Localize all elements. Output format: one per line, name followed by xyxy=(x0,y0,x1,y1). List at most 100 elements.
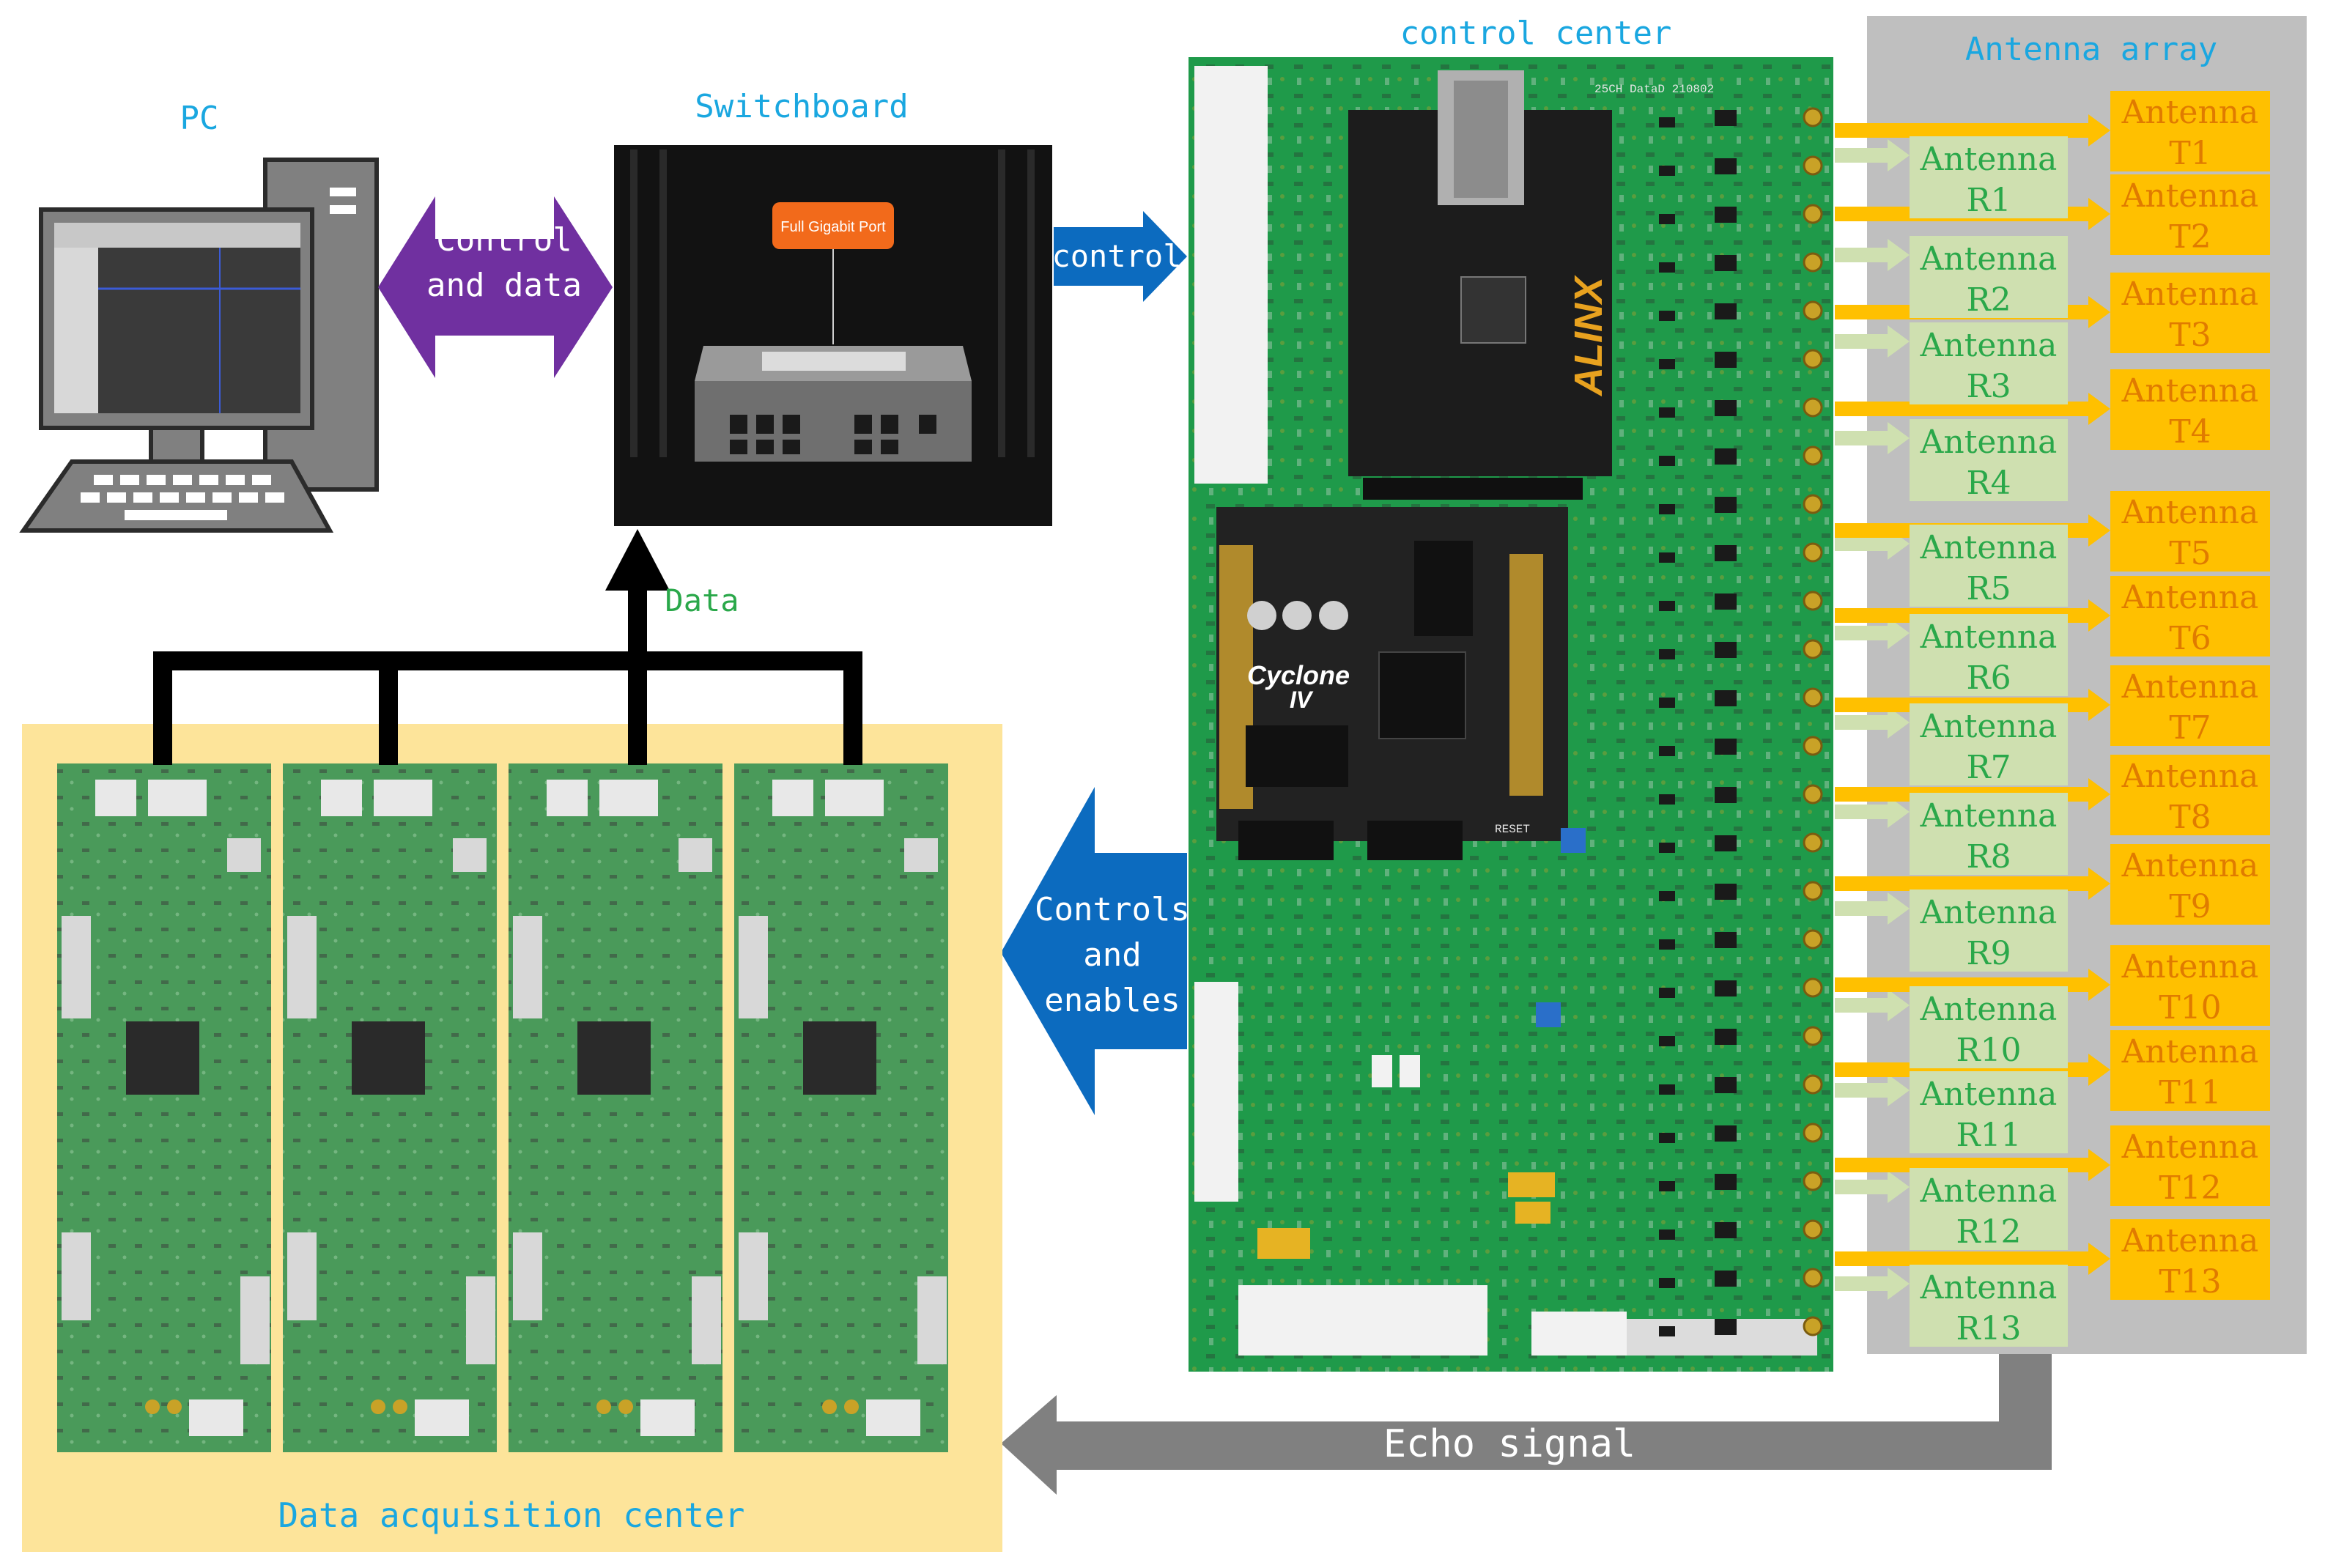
daq-board xyxy=(509,763,722,1452)
antenna-word: Antenna xyxy=(2121,579,2259,616)
sma-connector xyxy=(1803,1316,1823,1336)
antenna-word: Antenna xyxy=(2121,668,2259,706)
antenna-word: Antenna xyxy=(2121,1033,2259,1070)
antenna-id: T3 xyxy=(2169,317,2211,354)
antenna-word: Antenna xyxy=(1920,1076,2058,1113)
antenna-id: R10 xyxy=(1956,1032,2021,1069)
antenna-id: R6 xyxy=(1966,659,2011,697)
driver-chip xyxy=(1715,787,1737,803)
pc-label: PC xyxy=(180,100,219,137)
rx-arrow xyxy=(1835,1171,1910,1203)
driver-chip xyxy=(1659,698,1675,708)
driver-chip xyxy=(1715,1029,1737,1045)
daq-boards xyxy=(57,763,948,1452)
sma-connector xyxy=(1803,977,1823,998)
antenna-word: Antenna xyxy=(1920,1172,2058,1210)
echo-signal-arrow: Echo signal xyxy=(1001,1354,2052,1495)
driver-chip xyxy=(1715,207,1737,223)
antenna-id: R3 xyxy=(1966,368,2011,405)
antenna-id: R4 xyxy=(1966,465,2011,502)
driver-chip xyxy=(1659,1036,1675,1046)
driver-chip xyxy=(1659,794,1675,805)
antenna-word: Antenna xyxy=(2121,1128,2259,1166)
driver-chip xyxy=(1715,1271,1737,1287)
antenna-id: T8 xyxy=(2169,799,2211,836)
control-center-label: control center xyxy=(1400,15,1672,52)
sma-connector-column xyxy=(1803,107,1823,1336)
driver-chip xyxy=(1659,649,1675,659)
board-reset: RESET xyxy=(1495,823,1530,836)
antenna-word: Antenna xyxy=(2121,372,2259,410)
driver-chip xyxy=(1715,835,1737,851)
tx-arrow xyxy=(1835,1243,2110,1275)
pc: PC xyxy=(19,100,379,533)
sma-connector xyxy=(1803,881,1823,901)
driver-chip xyxy=(1715,1319,1737,1335)
sma-connector xyxy=(1803,832,1823,853)
rx-arrow xyxy=(1835,139,1910,171)
tx-arrow xyxy=(1835,868,2110,900)
controls-and-enables-arrow: Controls and enables xyxy=(1001,787,1190,1115)
antenna-array-label: Antenna array xyxy=(1965,31,2217,68)
antenna-word: Antenna xyxy=(2121,758,2259,795)
sma-connector xyxy=(1803,397,1823,418)
rx-arrow xyxy=(1835,706,1910,739)
antenna-id: T12 xyxy=(2159,1169,2221,1207)
driver-chip xyxy=(1715,303,1737,319)
antenna-word: Antenna xyxy=(2121,177,2259,215)
control-and-data-label-line2: and data xyxy=(426,267,582,304)
control-label: control xyxy=(1051,238,1181,274)
sma-connector xyxy=(1803,639,1823,659)
pc-icon xyxy=(19,158,379,533)
sma-connector xyxy=(1803,591,1823,611)
antenna-word: Antenna xyxy=(2121,94,2259,131)
sma-connector xyxy=(1803,736,1823,756)
switchboard-label: Switchboard xyxy=(695,88,908,125)
driver-chip xyxy=(1659,891,1675,901)
driver-chip xyxy=(1659,359,1675,369)
driver-chip xyxy=(1659,504,1675,514)
antenna-word: Antenna xyxy=(1920,529,2058,566)
data-bus-arrowhead xyxy=(605,529,670,591)
sma-connector xyxy=(1803,1268,1823,1288)
antenna-id: T10 xyxy=(2159,989,2221,1027)
antenna-id: T1 xyxy=(2169,135,2211,172)
sma-connector xyxy=(1803,1123,1823,1143)
driver-chip xyxy=(1715,642,1737,658)
sma-connector xyxy=(1803,107,1823,127)
driver-chip xyxy=(1715,593,1737,610)
antenna-word: Antenna xyxy=(1920,894,2058,931)
rx-arrow xyxy=(1835,325,1910,358)
driver-chip xyxy=(1715,110,1737,126)
sma-connector xyxy=(1803,349,1823,369)
daq-board xyxy=(734,763,948,1452)
router-image: Full Gigabit Port xyxy=(614,145,1052,526)
antenna-word: Antenna xyxy=(1920,797,2058,835)
antenna-word: Antenna xyxy=(2121,948,2259,985)
driver-chip xyxy=(1715,158,1737,174)
antenna-id: R2 xyxy=(1966,281,2011,319)
board-silkscreen: 25CH DataD 210802 xyxy=(1594,83,1714,96)
receiver-antennas: AntennaR1AntennaR2AntennaR3AntennaR4Ante… xyxy=(1910,136,2068,1347)
driver-chip xyxy=(1715,255,1737,271)
driver-chip xyxy=(1715,690,1737,706)
driver-chip xyxy=(1659,939,1675,950)
antenna-id: T13 xyxy=(2159,1263,2221,1301)
fpga-board-image: ALINX Cyclone IV 25CH DataD 210802 RESET xyxy=(1189,57,1833,1372)
tx-arrow xyxy=(1835,393,2110,425)
sma-connector xyxy=(1803,155,1823,176)
antenna-id: R1 xyxy=(1966,182,2011,219)
rx-arrow xyxy=(1835,892,1910,925)
daq-label: Data acquisition center xyxy=(278,1495,745,1535)
antenna-word: Antenna xyxy=(1920,708,2058,745)
